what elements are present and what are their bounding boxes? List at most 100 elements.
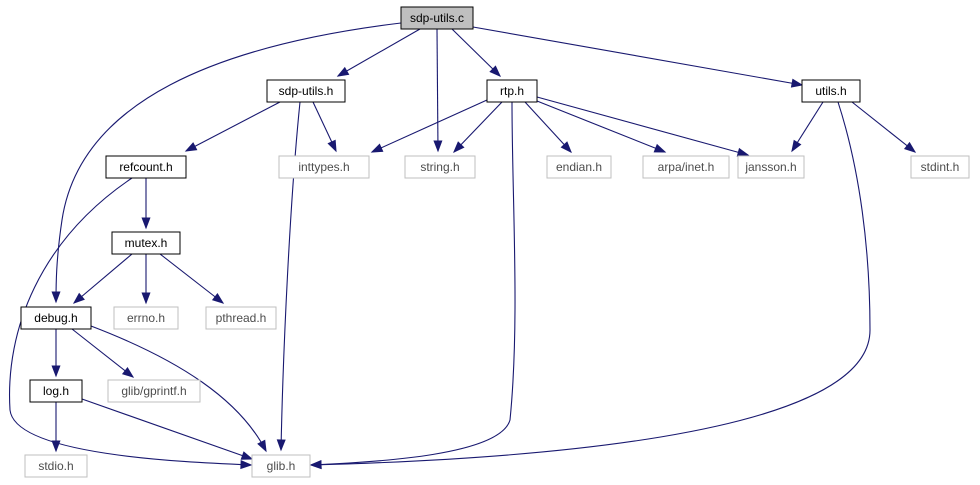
edge-line: [851, 101, 916, 153]
edge-arrowhead: [51, 365, 61, 378]
edge-log-h-to-stdio-h: [51, 402, 61, 453]
edge-line: [90, 325, 267, 452]
node-label: mutex.h: [125, 236, 168, 250]
node-mutex-h[interactable]: mutex.h: [111, 231, 181, 255]
node-sdp-utils-c[interactable]: sdp-utils.c: [400, 6, 474, 30]
edge-arrowhead: [791, 139, 802, 153]
node-label: rtp.h: [500, 84, 524, 98]
node-label: sdp-utils.h: [279, 84, 334, 98]
node-glib-h: glib.h: [251, 454, 311, 478]
node-label: debug.h: [34, 311, 77, 325]
node-label: stdio.h: [38, 459, 73, 473]
node-box: [404, 155, 476, 179]
node-label: stdint.h: [921, 160, 960, 174]
node-box: [737, 155, 805, 179]
node-endian-h: endian.h: [546, 155, 612, 179]
node-stdio-h: stdio.h: [24, 454, 88, 478]
edge-arrowhead: [736, 147, 750, 157]
node-jansson-h: jansson.h: [737, 155, 805, 179]
node-box: [111, 231, 181, 255]
edge-arrowhead: [370, 143, 384, 153]
node-label: arpa/inet.h: [658, 160, 715, 174]
node-box: [266, 79, 346, 103]
edge-line: [536, 96, 749, 156]
node-debug-h[interactable]: debug.h: [20, 306, 92, 330]
edge-arrowhead: [51, 291, 61, 304]
node-string-h: string.h: [404, 155, 476, 179]
edge-line: [524, 101, 572, 153]
edge-line: [310, 101, 871, 466]
edge-arrowhead: [240, 451, 254, 460]
edge-arrowhead: [276, 439, 286, 452]
edge-utils-h-to-jansson-h: [791, 101, 824, 153]
edge-rtp-h-to-string-h: [453, 101, 503, 154]
edge-arrowhead: [141, 217, 151, 230]
node-label: utils.h: [815, 84, 846, 98]
node-rtp-h[interactable]: rtp.h: [486, 79, 538, 103]
edge-arrowhead: [453, 141, 465, 154]
node-box: [486, 79, 538, 103]
edge-line: [159, 253, 224, 304]
node-errno-h: errno.h: [113, 306, 179, 330]
node-glib-gprintf-h: glib/gprintf.h: [107, 379, 201, 403]
node-box: [642, 155, 730, 179]
edge-line: [81, 398, 253, 460]
node-box: [801, 79, 861, 103]
node-label: glib/gprintf.h: [121, 384, 186, 398]
edge-arrowhead: [327, 139, 337, 153]
edge-line: [536, 100, 666, 153]
edge-mutex-h-to-errno-h: [141, 254, 151, 305]
node-box: [24, 454, 88, 478]
node-label: errno.h: [127, 311, 165, 325]
edge-rtp-h-to-inttypes-h: [370, 99, 488, 153]
node-sdp-utils-h[interactable]: sdp-utils.h: [266, 79, 346, 103]
edge-line: [472, 26, 803, 86]
edge-line: [337, 28, 421, 77]
edge-log-h-to-glib-h: [81, 398, 254, 460]
edge-sdp-utils-h-to-refcount-h: [184, 101, 281, 152]
edge-debug-h-to-log-h: [51, 329, 61, 378]
node-box: [910, 155, 970, 179]
edges-layer: [8, 22, 917, 470]
edge-line: [71, 328, 134, 378]
edge-line: [436, 28, 439, 152]
edge-arrowhead: [72, 292, 85, 304]
edge-line: [451, 28, 501, 77]
edge-arrowhead: [309, 460, 322, 470]
edge-arrowhead: [489, 65, 502, 77]
edge-debug-h-to-glib-h: [90, 325, 267, 453]
edge-arrowhead: [51, 440, 61, 453]
edge-sdp-utils-c-to-string-h: [433, 28, 443, 153]
node-label: string.h: [420, 160, 459, 174]
node-refcount-h[interactable]: refcount.h: [105, 155, 187, 179]
edge-arrowhead: [240, 460, 253, 470]
node-utils-h[interactable]: utils.h: [801, 79, 861, 103]
edge-line: [310, 101, 516, 466]
edge-arrowhead: [790, 78, 804, 88]
node-box: [105, 155, 187, 179]
node-label: glib.h: [267, 459, 296, 473]
edge-arrowhead: [560, 141, 572, 154]
edge-refcount-h-to-glib-h: [8, 177, 253, 470]
edge-sdp-utils-c-to-debug-h: [51, 22, 402, 304]
node-box: [107, 379, 201, 403]
node-log-h[interactable]: log.h: [29, 379, 83, 403]
edge-sdp-utils-h-to-glib-h: [276, 101, 301, 452]
edge-rtp-h-to-arpa-inet-h: [536, 100, 667, 153]
node-box: [400, 6, 474, 30]
edge-line: [73, 253, 133, 304]
node-box: [20, 306, 92, 330]
node-box: [29, 379, 83, 403]
edge-arrowhead: [121, 366, 135, 378]
edge-arrowhead: [653, 143, 667, 153]
edge-debug-h-to-glib-gprintf-h: [71, 328, 135, 378]
node-label: endian.h: [556, 160, 602, 174]
edge-mutex-h-to-debug-h: [72, 253, 133, 304]
node-label: pthread.h: [216, 311, 267, 325]
edge-sdp-utils-c-to-rtp-h: [451, 28, 502, 77]
node-box: [546, 155, 612, 179]
edge-arrowhead: [257, 439, 267, 453]
edge-arrowhead: [433, 140, 443, 153]
edge-arrowhead: [903, 141, 917, 153]
